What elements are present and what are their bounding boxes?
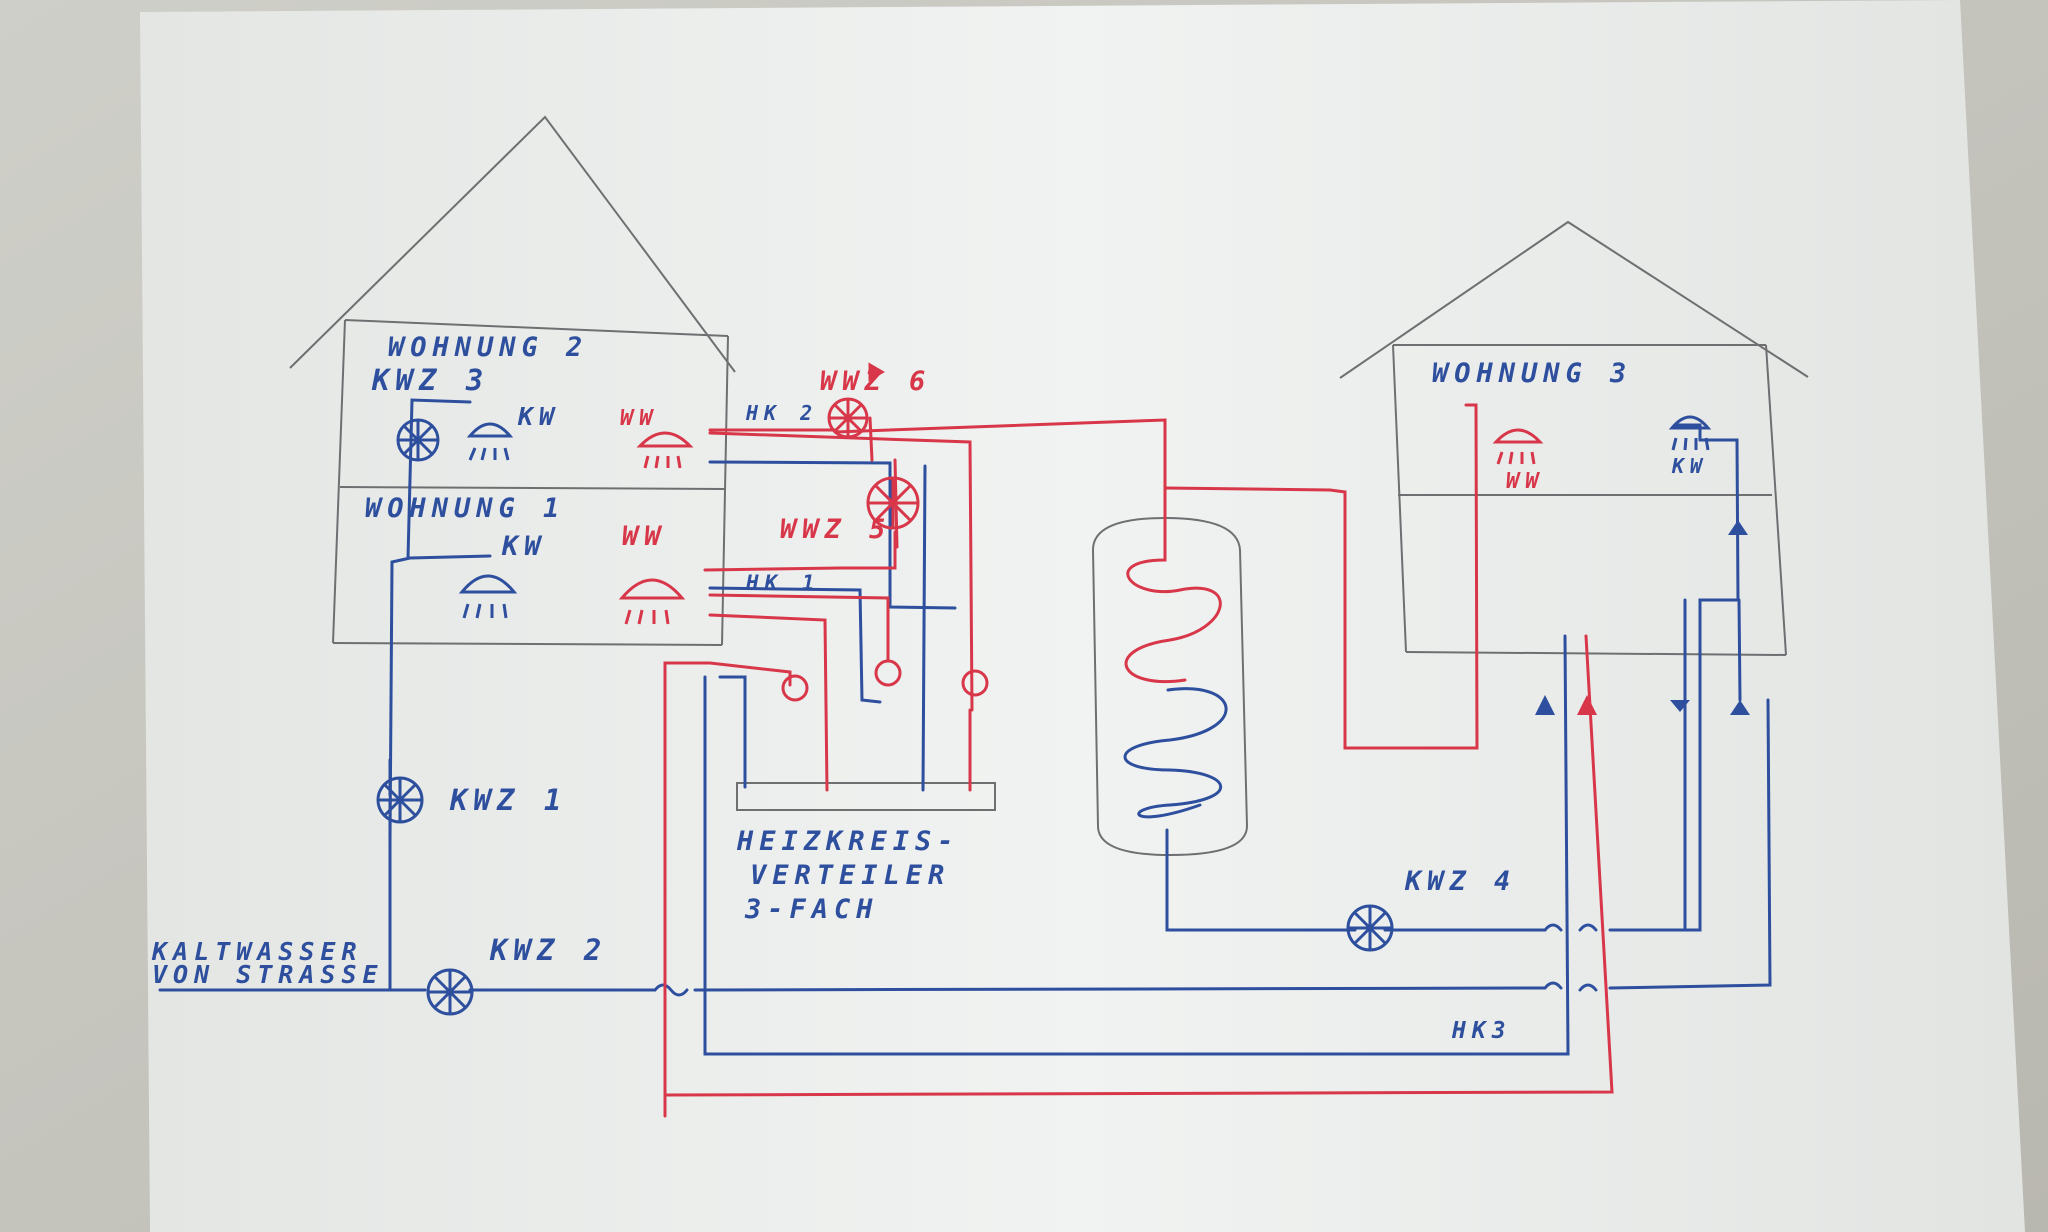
label-hk3: HK3 [1451,1018,1512,1044]
label-kw-w1: KW [501,531,547,562]
paper-sheet [140,0,2025,1232]
label-kwz1: KWZ 1 [449,783,567,817]
wwz6-meter [827,397,869,439]
label-verteiler-3: 3-FACH [744,894,879,925]
house-left-roof [289,115,736,373]
label-ww-w3: WW [1506,469,1545,494]
label-hk1: HK 1 [745,571,821,595]
kwz3-meter [396,418,440,462]
shower-ww-w2 [636,431,694,469]
shower-kw-w1 [458,574,518,619]
label-ww-w1: WW [622,521,667,552]
label-wohnung3: WOHNUNG 3 [1432,358,1632,389]
pencil-outlines [289,115,1809,857]
hot-water-lines [663,362,1614,1118]
label-kwz3: KWZ 3 [371,363,489,397]
label-kw-w2: KW [517,402,560,431]
shower-ww-w1 [618,578,686,625]
label-ww-w2: WW [620,406,659,431]
label-kw-w3: KW [1671,454,1708,478]
label-verteiler-1: HEIZKREIS- [736,826,960,857]
flow-arrows [1535,520,1750,715]
label-wohnung2: WOHNUNG 2 [388,332,588,363]
label-hk2: HK 2 [745,401,818,425]
kwz1-meter [376,776,424,824]
label-kwz2: KWZ 2 [489,933,607,967]
distributor-bar [736,782,996,811]
wwz5-meter [866,476,920,530]
storage-tank [1091,516,1249,857]
shower-heads [458,415,1712,625]
cold-water-lines [158,398,1772,1056]
label-verteiler-2: VERTEILER [750,860,950,891]
shower-ww-w3 [1492,428,1544,465]
label-wwz5: WWZ 5 [780,514,891,545]
kwz2-meter [426,968,474,1016]
label-kaltwasser-2: VON STRASSE [152,960,384,989]
label-wohnung1: WOHNUNG 1 [365,493,565,524]
label-kaltwasser-1: KALTWASSER [151,937,363,966]
labels: WOHNUNG 2 KWZ 3 KW WW HK 2 WWZ 6 WOHNUNG… [151,332,1708,1044]
meters [376,397,1394,1016]
shower-kw-w2 [466,422,514,461]
shower-kw-w3 [1668,415,1712,451]
kwz4-meter [1346,904,1394,952]
label-kwz4: KWZ 4 [1404,866,1516,897]
label-wwz6: WWZ 6 [820,366,931,397]
house-right-roof [1339,220,1809,379]
